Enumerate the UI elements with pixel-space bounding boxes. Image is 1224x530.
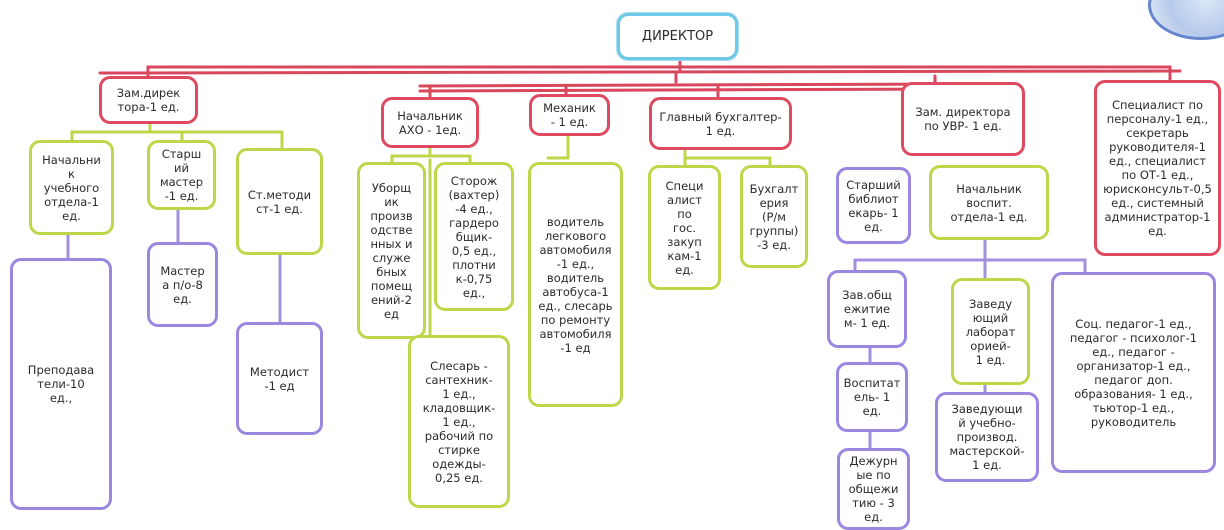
head-aho-box: Начальник АХО - 1ед. xyxy=(381,97,479,148)
methodist-box: Методист -1 ед xyxy=(236,322,323,435)
dorm-head-box: Зав.общ ежитие м- 1 ед. xyxy=(827,270,907,348)
head-upbringing-box: Начальник воспит. отдела-1 ед. xyxy=(929,165,1049,240)
deputy-uvr-box: Зам. директора по УВР- 1 ед. xyxy=(901,82,1025,156)
workshop-head-box: Заведующи й учебно- производ. мастерской… xyxy=(935,392,1039,482)
masters-box: Мастер а п/о-8 ед. xyxy=(147,242,218,327)
plumber-box: Слесарь - сантехник- 1 ед., кладовщик- 1… xyxy=(408,335,510,508)
mechanic-box: Механик - 1 ед. xyxy=(529,94,610,136)
social-staff-box: Соц. педагог-1 ед., педагог - психолог-1… xyxy=(1051,272,1216,473)
lab-head-box: Заведу ющий лаборат орией- 1 ед. xyxy=(951,278,1030,385)
drivers-box: водитель легкового автомобиля -1 ед., во… xyxy=(528,162,623,407)
senior-methodist-box: Ст.методи ст-1 ед. xyxy=(236,148,323,255)
director-box: ДИРЕКТОР xyxy=(617,13,738,60)
hr-specialist-box: Специалист по персоналу-1 ед., секретарь… xyxy=(1094,80,1221,256)
teachers-box: Преподава тели-10 ед., xyxy=(10,258,112,510)
senior-librarian-box: Старший библиот екарь- 1 ед. xyxy=(836,167,911,244)
deputy-director-box: Зам.дирек тора-1 ед. xyxy=(99,76,198,124)
accounting-box: Бухгалт ерия (Р/м группы) -3 ед. xyxy=(740,165,808,268)
head-study-dept-box: Начальни к учебного отдела-1 ед. xyxy=(29,140,114,235)
educator-box: Воспитат ель- 1 ед. xyxy=(836,362,908,432)
chief-accountant-box: Главный бухгалтер- 1 ед. xyxy=(649,97,792,150)
cleaners-box: Уборщ ик произв одстве нных и служе бных… xyxy=(357,162,426,339)
procurement-box: Специ алист по гос. закуп кам-1 ед. xyxy=(648,165,721,290)
dorm-duty-box: Дежурн ые по общежи тию - 3 ед. xyxy=(837,448,910,530)
senior-master-box: Старш ий мастер -1 ед. xyxy=(147,140,216,210)
watchman-box: Сторож (вахтер) -4 ед., гардеро бщик- 0,… xyxy=(434,162,514,311)
